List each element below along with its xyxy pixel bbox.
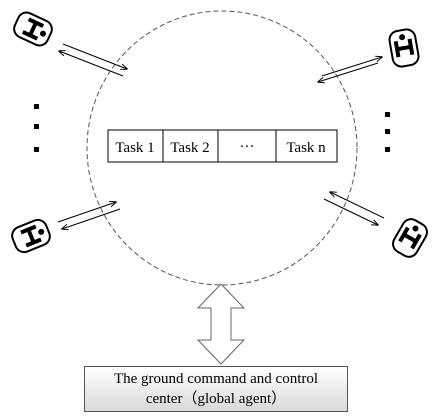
more-agents-right-icon <box>385 112 390 152</box>
robot-vehicle-icon <box>8 216 54 256</box>
more-agents-left-icon <box>34 104 39 152</box>
link-arrows-bottom-left <box>57 202 121 229</box>
robot-vehicle-icon <box>387 27 421 69</box>
double-headed-arrow <box>196 283 246 365</box>
task-table-frame <box>107 129 338 163</box>
link-arrows-top-left <box>59 43 127 77</box>
robot-vehicle-icon <box>388 214 432 262</box>
task-ellipsis-label: ··· <box>240 139 255 155</box>
communication-range-circle <box>86 10 358 286</box>
task-1-label: Task 1 <box>115 140 154 156</box>
control-center-label-line1: The ground command and control <box>113 371 319 387</box>
task-n-label: Task n <box>286 140 326 156</box>
control-center-label-line2: center（global agent） <box>145 391 287 407</box>
link-arrows-bottom-right <box>323 192 385 225</box>
ground-control-center-box: The ground command and control center（gl… <box>84 366 348 412</box>
task-list: Task 1 Task 2 ··· Task n <box>107 129 338 163</box>
task-2-label: Task 2 <box>170 140 209 156</box>
robot-vehicle-icon <box>10 8 56 50</box>
link-arrows-top-right <box>318 57 382 82</box>
